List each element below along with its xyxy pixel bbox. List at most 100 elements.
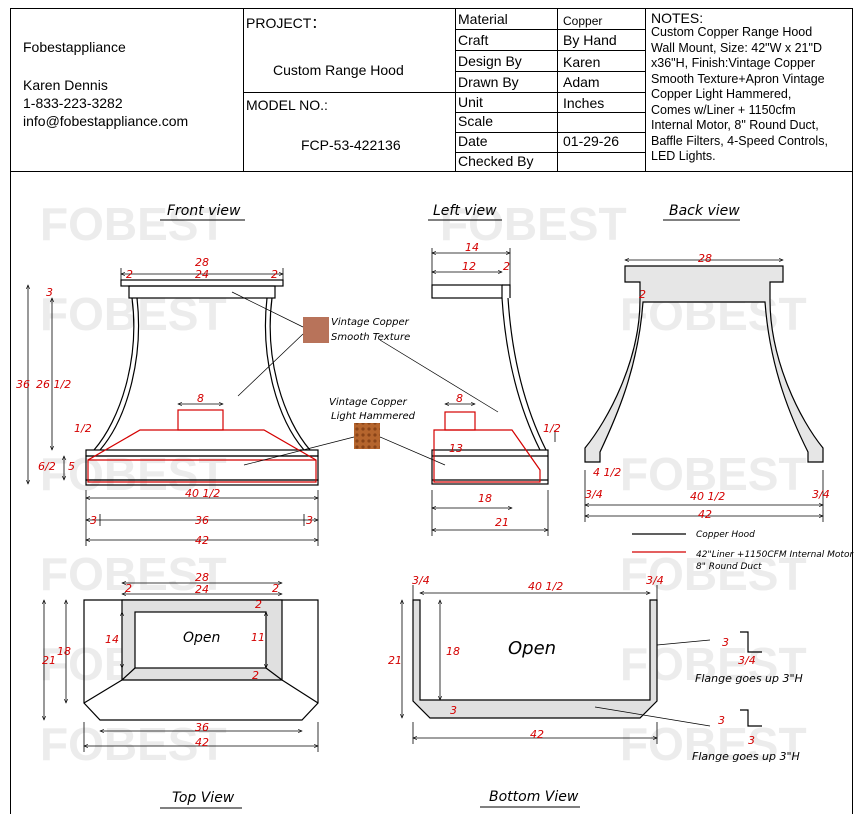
dim-front-top-side-l: 2 [126, 268, 133, 281]
back-view-title: Back view [669, 203, 740, 219]
field-value-drawn: Adam [563, 74, 600, 90]
dim-front-side-l: 3 [90, 514, 97, 527]
hammered-copper-swatch [354, 423, 380, 449]
dim-left-inner: 12 [462, 260, 476, 273]
top-open-label: Open [183, 630, 220, 646]
back-dims [585, 260, 823, 522]
finish-smooth-2: Smooth Texture [331, 332, 410, 343]
notes-line: Custom Copper Range Hood [651, 25, 813, 39]
dim-back-foot: 4 1/2 [593, 466, 621, 479]
notes: NOTES: Custom Copper Range Hood Wall Mou… [651, 11, 851, 165]
bottom-view-title: Bottom View [489, 789, 579, 805]
legend-liner-1: 42"Liner +1150CFM Internal Motor [696, 550, 854, 560]
dim-flange-3c: 3 [748, 734, 755, 747]
dim-back-liner: 40 1/2 [690, 490, 725, 503]
dim-top-s2: 2 [272, 582, 279, 595]
front-dim-labels: 28 24 2 2 3 36 26 1/2 1/2 6/2 5 8 40 1/2… [16, 256, 313, 547]
field-label-material: Material [458, 11, 508, 27]
dim-front-mid: 36 [195, 514, 209, 527]
dim-back-side: 2 [639, 288, 646, 301]
project-label: PROJECT： [246, 15, 326, 31]
dim-front-top-side-r: 2 [271, 268, 278, 281]
field-label-checked: Checked By [458, 153, 534, 169]
notes-line: Wall Mount, Size: 42"W x 21"D [651, 40, 822, 55]
watermark-text: FOBEST [620, 448, 807, 500]
smooth-copper-swatch [303, 317, 329, 343]
title-block: Fobestappliance Karen Dennis 1-833-223-3… [10, 8, 853, 172]
bottom-dim-labels: 3/4 40 1/2 3/4 21 18 3 42 3 3/4 3 3 [388, 574, 756, 747]
dim-top-s1: 2 [125, 582, 132, 595]
project-value: Custom Range Hood [273, 62, 404, 78]
contact-phone: 1-833-223-3282 [23, 95, 123, 111]
watermark-group: FOBEST FOBEST FOBEST FOBEST FOBEST FOBES… [40, 198, 807, 770]
model-value: FCP-53-422136 [301, 137, 401, 153]
finish-smooth-1: Vintage Copper [331, 317, 410, 328]
notes-line: Smooth Texture+Apron Vintage [651, 71, 825, 86]
dim-front-skirt-h: 6/2 [38, 460, 56, 473]
drawing-frame-left [10, 172, 11, 814]
top-dim-labels: 28 24 2 2 2 2 21 18 14 11 36 42 [42, 571, 279, 749]
front-view-title: Front view [167, 203, 241, 219]
field-label-unit: Unit [458, 94, 483, 110]
bottom-open-label: Open [508, 638, 556, 659]
notes-line: Comes w/Liner + 1150cfm [651, 102, 796, 117]
dim-back-edge-r: 3/4 [812, 488, 830, 501]
dim-bottom-d: 21 [388, 654, 402, 667]
dim-bottom-liner: 40 1/2 [528, 580, 563, 593]
notes-line: Baffle Filters, 4-Speed Controls, [651, 133, 828, 148]
back-dim-labels: 28 2 4 1/2 3/4 40 1/2 3/4 42 [585, 252, 830, 521]
field-label-craft: Craft [458, 32, 489, 48]
left-liner [433, 411, 541, 483]
dim-front-total-h: 36 [16, 378, 30, 391]
finish-hammered-2: Light Hammered [331, 411, 416, 422]
flange-note-1: Flange goes up 3"H [695, 672, 803, 685]
notes-line: x36"H, Finish:Vintage Copper [651, 56, 816, 70]
dim-front-cap: 3 [46, 286, 53, 299]
contact-email: info@fobestappliance.com [23, 113, 189, 129]
back-view [584, 265, 824, 463]
finish-hammered-1: Vintage Copper [329, 397, 408, 408]
legend: Copper Hood 42"Liner +1150CFM Internal M… [632, 530, 854, 572]
notes-line: Internal Motor, 8" Round Duct, [651, 118, 819, 132]
watermark-text: FOBEST [40, 198, 227, 250]
dim-bottom-edge-l: 3/4 [412, 574, 430, 587]
front-view [85, 279, 319, 486]
dim-flange-3b: 3 [718, 714, 725, 727]
dim-top-s3: 2 [255, 598, 262, 611]
left-view [431, 284, 549, 485]
left-dim-labels: 14 12 2 8 1/2 13 18 21 [449, 241, 561, 529]
watermark-text: FOBEST [40, 448, 227, 500]
watermark-text: FOBEST [620, 718, 807, 770]
dim-back-edge-l: 3/4 [585, 488, 603, 501]
watermark-text: FOBEST [620, 548, 807, 600]
left-view-title: Left view [433, 203, 497, 219]
dim-front-liner: 40 1/2 [185, 487, 220, 500]
dim-front-side-r: 3 [306, 514, 313, 527]
dim-left-top: 14 [465, 241, 479, 254]
legend-liner-2: 8" Round Duct [696, 562, 762, 572]
front-dims [28, 268, 318, 546]
bottom-dims [402, 585, 762, 744]
watermark-text: FOBEST [40, 548, 227, 600]
notes-line: Copper Light Hammered, [651, 87, 792, 101]
dim-left-side: 2 [503, 260, 510, 273]
dim-bottom-floor: 3 [450, 704, 457, 717]
notes-line: LED Lights. [651, 149, 716, 163]
field-value-design: Karen [563, 54, 601, 70]
dim-bottom-d-in: 18 [446, 645, 460, 658]
top-view [83, 599, 319, 721]
dim-back-top: 28 [698, 252, 712, 265]
flange-note-2: Flange goes up 3"H [692, 750, 800, 763]
dim-left-liner-d: 18 [478, 492, 492, 505]
watermark-text: FOBEST [440, 198, 627, 250]
drawing-frame-right [852, 172, 853, 814]
dim-left-duct: 8 [456, 392, 463, 405]
dim-top-d-in: 14 [105, 633, 119, 646]
top-view-title: Top View [172, 790, 235, 806]
field-label-design: Design By [458, 53, 522, 69]
dim-front-total-w: 42 [195, 534, 209, 547]
dim-front-top-inner: 24 [195, 268, 209, 281]
field-value-craft: By Hand [563, 32, 617, 48]
dim-flange-3a: 3 [722, 636, 729, 649]
